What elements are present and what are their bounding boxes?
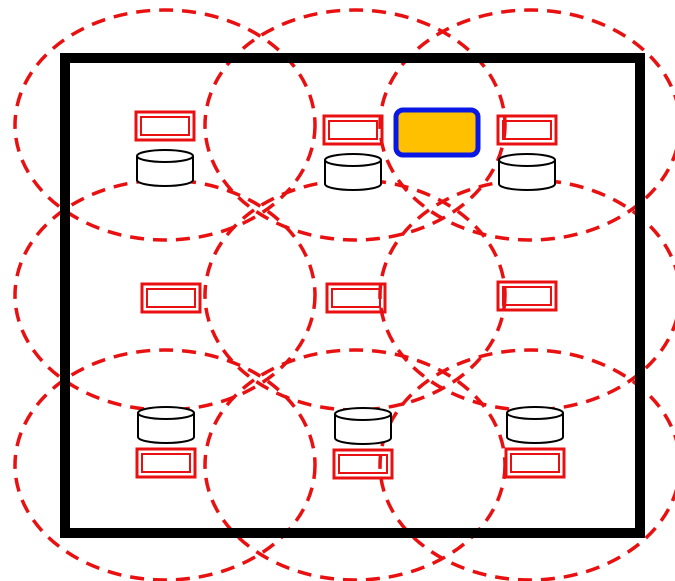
coverage-ellipse-icon: [13, 348, 317, 581]
double-rectangle-inner: [140, 116, 190, 136]
cylinder-body: [137, 413, 195, 444]
highlight-block: [393, 107, 481, 158]
double-rectangle-icon: [140, 282, 202, 314]
coverage-ellipse-icon: [378, 8, 675, 242]
double-rectangle-inner: [502, 286, 552, 306]
double-rectangle-inner: [510, 453, 560, 473]
access-point-node: [496, 280, 558, 312]
cylinder-body: [498, 160, 556, 191]
cylinder-icon: [136, 149, 194, 187]
coverage-ellipse-icon: [203, 8, 507, 242]
coverage-ellipse-icon: [13, 8, 317, 242]
double-rectangle-icon: [496, 280, 558, 312]
double-rectangle-icon: [496, 114, 558, 146]
double-rectangle-inner: [331, 288, 381, 308]
double-rectangle-icon: [325, 282, 387, 314]
double-rectangle-icon: [322, 114, 384, 146]
double-rectangle-inner: [338, 454, 388, 474]
nodes-layer: [134, 110, 566, 480]
access-point-node: [332, 448, 394, 480]
highlight-layer: [393, 107, 481, 158]
cylinder-body: [506, 413, 564, 444]
cylinder-body: [324, 160, 382, 191]
cylinder-icon: [498, 153, 556, 191]
access-point-node: [325, 282, 387, 314]
cylinder-body: [334, 414, 392, 445]
access-point-node: [135, 447, 197, 479]
double-rectangle-icon: [135, 447, 197, 479]
double-rectangle-inner: [141, 453, 191, 473]
access-point-node: [496, 114, 558, 146]
double-rectangle-inner: [502, 120, 552, 140]
cylinder-top: [137, 406, 195, 420]
cylinder-top: [324, 153, 382, 167]
cylinder-icon: [137, 406, 195, 444]
access-point-node: [322, 114, 384, 146]
double-rectangle-inner: [328, 120, 378, 140]
double-rectangle-icon: [504, 447, 566, 479]
cylinder-top: [498, 153, 556, 167]
storage-layer: [136, 149, 564, 445]
access-point-node: [504, 447, 566, 479]
area-boundary: [60, 53, 645, 538]
cylinder-icon: [324, 153, 382, 191]
highlight-block-icon: [393, 107, 481, 158]
cylinder-body: [136, 156, 194, 187]
double-rectangle-inner: [146, 288, 196, 308]
cylinder-top: [136, 149, 194, 163]
double-rectangle-icon: [332, 448, 394, 480]
cylinder-icon: [334, 407, 392, 445]
cylinder-icon: [506, 406, 564, 444]
double-rectangle-icon: [134, 110, 196, 142]
coverage-ellipse-icon: [378, 348, 675, 581]
cylinder-top: [506, 406, 564, 420]
access-point-node: [134, 110, 196, 142]
access-point-node: [140, 282, 202, 314]
cylinder-top: [334, 407, 392, 421]
